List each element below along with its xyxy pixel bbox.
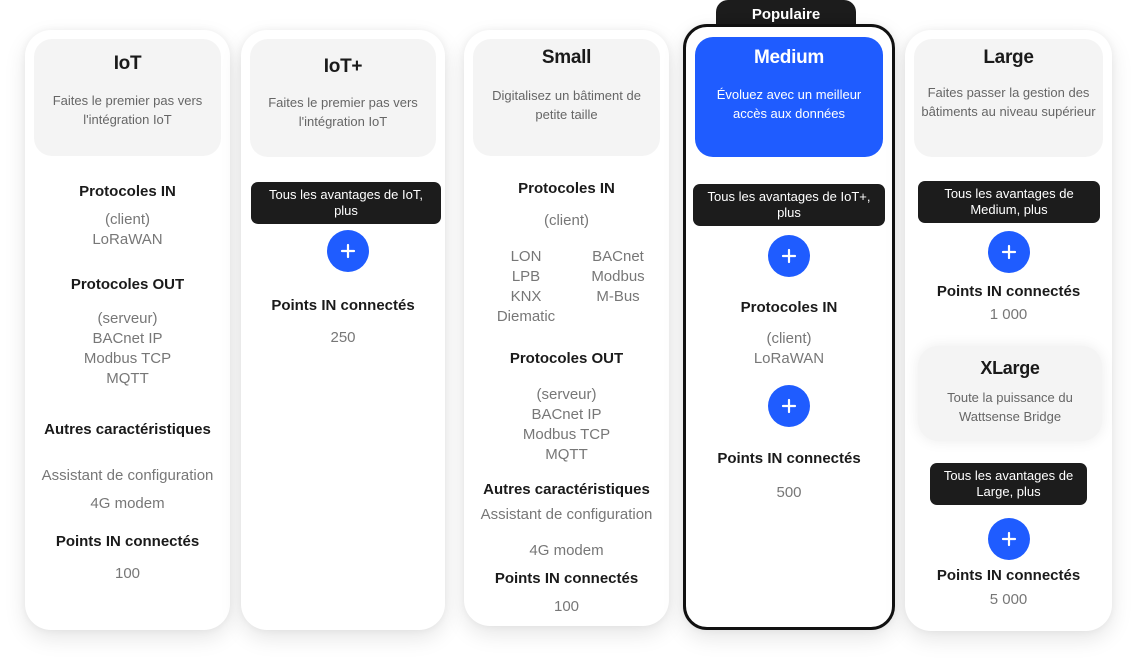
includes-label: Tous les avantages de IoT+, plus — [693, 184, 885, 226]
plus-icon — [768, 385, 810, 427]
plan-header: IoT Faites le premier pas vers l'intégra… — [34, 39, 221, 156]
plan-name: Small — [541, 47, 592, 68]
protocols-in-title: Protocoles IN — [79, 183, 176, 200]
protocol-item: BACnet — [592, 248, 644, 265]
other-feature: Assistant de configuration — [41, 467, 214, 484]
points-value: 5 000 — [989, 591, 1028, 608]
protocols-in-list: (client) LoRaWAN — [25, 210, 230, 250]
protocol-item: Modbus TCP — [522, 426, 611, 443]
protocols-in-title: Protocoles IN — [740, 299, 838, 316]
protocol-item: LON — [510, 248, 542, 265]
protocol-item: LoRaWAN — [753, 350, 825, 367]
other-feature: 4G modem — [529, 542, 604, 559]
plan-card-large[interactable]: Large Faites passer la gestion des bâtim… — [905, 30, 1112, 631]
plan-name: Large — [983, 47, 1034, 68]
plan-description: Faites le premier pas vers l'intégration… — [268, 95, 418, 129]
plan-description: Faites passer la gestion des bâtiments a… — [921, 85, 1096, 119]
protocol-item: (client) — [766, 330, 812, 347]
protocols-in-list: (client) LoRaWAN — [686, 329, 892, 369]
points-value: 100 — [553, 598, 580, 615]
protocol-item: KNX — [510, 288, 542, 305]
protocol-item: MQTT — [545, 446, 588, 463]
includes-label: Tous les avantages de IoT, plus — [251, 182, 441, 224]
points-value: 100 — [114, 565, 141, 582]
points-title: Points IN connectés — [717, 450, 861, 467]
points-title: Points IN connectés — [936, 283, 1081, 300]
plan-description: Digitalisez un bâtiment de petite taille — [492, 88, 641, 122]
plan-name: XLarge — [980, 358, 1040, 378]
plan-card-medium[interactable]: Medium Évoluez avec un meilleur accès au… — [683, 24, 895, 630]
plan-card-small[interactable]: Small Digitalisez un bâtiment de petite … — [464, 30, 669, 626]
protocols-out-title: Protocoles OUT — [509, 350, 624, 367]
points-value: 500 — [776, 484, 802, 501]
points-title: Points IN connectés — [55, 533, 200, 550]
plan-name: Medium — [754, 47, 824, 68]
points-value: 250 — [330, 329, 356, 346]
plan-description: Faites le premier pas vers l'intégration… — [52, 93, 203, 127]
plan-name: IoT+ — [323, 56, 363, 77]
protocol-item: (serveur) — [97, 310, 158, 327]
points-title: Points IN connectés — [936, 567, 1081, 584]
protocol-item: BACnet IP — [92, 330, 163, 347]
plan-description: Toute la puissance du Wattsense Bridge — [947, 390, 1073, 424]
protocols-out-list: (serveur) BACnet IP Modbus TCP MQTT — [464, 385, 669, 465]
other-features-title: Autres caractéristiques — [44, 421, 211, 438]
protocol-item: LoRaWAN — [92, 231, 163, 248]
protocol-item: MQTT — [106, 370, 149, 387]
plan-card-iot[interactable]: IoT Faites le premier pas vers l'intégra… — [25, 30, 230, 630]
plan-card-iot-plus[interactable]: IoT+ Faites le premier pas vers l'intégr… — [241, 30, 445, 630]
protocols-out-title: Protocoles OUT — [70, 276, 185, 293]
protocol-item: (serveur) — [536, 386, 597, 403]
other-feature: 4G modem — [90, 495, 165, 512]
plan-header: Large Faites passer la gestion des bâtim… — [914, 39, 1103, 157]
plus-icon — [988, 518, 1030, 560]
protocol-item: BACnet IP — [531, 406, 602, 423]
plan-header: XLarge Toute la puissance du Wattsense B… — [918, 346, 1102, 441]
includes-label: Tous les avantages de Large, plus — [930, 463, 1087, 505]
plan-header-highlight: Medium Évoluez avec un meilleur accès au… — [695, 37, 883, 157]
protocol-item: Modbus TCP — [83, 350, 172, 367]
protocol-item: Modbus — [591, 268, 645, 285]
protocol-item: (client) — [104, 211, 150, 228]
points-title: Points IN connectés — [494, 570, 639, 587]
plus-icon — [327, 230, 369, 272]
plus-icon — [768, 235, 810, 277]
popular-badge: Populaire — [716, 0, 856, 28]
protocols-col-right: BACnet Modbus M-Bus — [570, 247, 666, 307]
protocols-out-list: (serveur) BACnet IP Modbus TCP MQTT — [25, 309, 230, 389]
other-feature: Assistant de configuration — [480, 506, 653, 523]
protocols-col-left: LON LPB KNX Diematic — [478, 247, 574, 327]
points-title: Points IN connectés — [271, 297, 415, 314]
points-value: 1 000 — [989, 306, 1028, 323]
plan-header: IoT+ Faites le premier pas vers l'intégr… — [250, 39, 436, 157]
plus-icon — [988, 231, 1030, 273]
includes-label: Tous les avantages de Medium, plus — [918, 181, 1100, 223]
plan-description: Évoluez avec un meilleur accès aux donné… — [716, 87, 862, 121]
other-features-title: Autres caractéristiques — [483, 481, 650, 498]
plan-name: IoT — [113, 53, 142, 74]
protocol-item: LPB — [511, 268, 541, 285]
protocol-item: Diematic — [496, 308, 556, 325]
protocols-in-sub: (client) — [543, 212, 589, 229]
plan-card-xlarge[interactable]: XLarge Toute la puissance du Wattsense B… — [912, 336, 1108, 441]
protocols-in-title: Protocoles IN — [518, 180, 615, 197]
plan-header: Small Digitalisez un bâtiment de petite … — [473, 39, 660, 156]
protocol-item: M-Bus — [596, 288, 640, 305]
